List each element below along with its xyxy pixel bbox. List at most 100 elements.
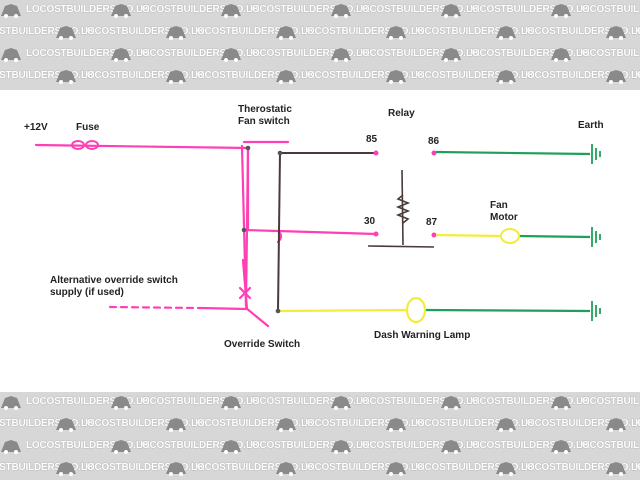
watermark-tile: LOCOSTBUILDERS.CO.UK bbox=[220, 392, 370, 414]
watermark-text: LOCOSTBUILDERS.CO.UK bbox=[356, 48, 480, 59]
watermark-tile: LOCOSTBUILDERS.CO.UK bbox=[110, 436, 260, 458]
watermark-text: LOCOSTBUILDERS.CO.UK bbox=[356, 440, 480, 451]
earth-symbols bbox=[591, 144, 601, 321]
watermark-tile: LOCOSTBUILDERS.CO.UK bbox=[55, 66, 205, 88]
watermark-text: LOCOSTBUILDERS.CO.UK bbox=[466, 48, 590, 59]
label-line: Motor bbox=[490, 212, 518, 223]
watermark-text: LOCOSTBUILDERS.CO.UK bbox=[411, 418, 535, 429]
fuse-label: Fuse bbox=[76, 122, 100, 133]
watermark-tile: LOCOSTBUILDERS.CO.UK bbox=[220, 436, 370, 458]
watermark-text: LOCOSTBUILDERS.CO.UK bbox=[81, 418, 205, 429]
watermark-tile: LOCOSTBUILDERS.CO.UK bbox=[385, 414, 535, 436]
terminal-87 bbox=[431, 232, 437, 238]
watermark-tile: LOCOSTBUILDERS.CO.UK bbox=[55, 414, 205, 436]
watermark-text: LOCOSTBUILDERS.CO.UK bbox=[576, 4, 640, 15]
watermark-tile: LOCOSTBUILDERS.CO.UK bbox=[55, 458, 205, 480]
watermark-tile: LOCOSTBUILDERS.CO.UK bbox=[275, 458, 425, 480]
watermark-text: LOCOSTBUILDERS.CO.UK bbox=[26, 440, 150, 451]
watermark-tile: LOCOSTBUILDERS.CO.UK bbox=[55, 22, 205, 44]
watermark-text: LOCOSTBUILDERS.CO.UK bbox=[0, 462, 95, 473]
watermark-tile: LOCOSTBUILDERS.CO.UK bbox=[605, 22, 640, 44]
watermark-text: LOCOSTBUILDERS.CO.UK bbox=[576, 48, 640, 59]
watermark-tile: LOCOSTBUILDERS.CO.UK bbox=[0, 44, 150, 66]
watermark-tile: LOCOSTBUILDERS.CO.UK bbox=[495, 414, 640, 436]
watermark-row: LOCOSTBUILDERS.CO.UKLOCOSTBUILDERS.CO.UK… bbox=[0, 22, 640, 44]
watermark-text: LOCOSTBUILDERS.CO.UK bbox=[191, 462, 315, 473]
watermark-text: LOCOSTBUILDERS.CO.UK bbox=[136, 396, 260, 407]
watermark-text: LOCOSTBUILDERS.CO.UK bbox=[411, 26, 535, 37]
override-switch-label: Override Switch bbox=[224, 339, 300, 350]
watermark-text: LOCOSTBUILDERS.CO.UK bbox=[631, 462, 640, 473]
watermark-tile: LOCOSTBUILDERS.CO.UK bbox=[0, 22, 95, 44]
watermark-row: LOCOSTBUILDERS.CO.UKLOCOSTBUILDERS.CO.UK… bbox=[0, 66, 640, 88]
watermark-tile: LOCOSTBUILDERS.CO.UK bbox=[385, 458, 535, 480]
watermark-text: LOCOSTBUILDERS.CO.UK bbox=[191, 26, 315, 37]
watermark-text: LOCOSTBUILDERS.CO.UK bbox=[521, 462, 640, 473]
watermark-tile: LOCOSTBUILDERS.CO.UK bbox=[440, 436, 590, 458]
watermark-tile: LOCOSTBUILDERS.CO.UK bbox=[275, 414, 425, 436]
watermark-text: LOCOSTBUILDERS.CO.UK bbox=[191, 418, 315, 429]
watermark-text: LOCOSTBUILDERS.CO.UK bbox=[411, 462, 535, 473]
watermark-tile: LOCOSTBUILDERS.CO.UK bbox=[220, 44, 370, 66]
watermark-text: LOCOSTBUILDERS.CO.UK bbox=[466, 396, 590, 407]
watermark-tile: LOCOSTBUILDERS.CO.UK bbox=[165, 66, 315, 88]
watermark-tile: LOCOSTBUILDERS.CO.UK bbox=[165, 22, 315, 44]
terminal-85 bbox=[373, 150, 379, 156]
terminal-86 bbox=[431, 150, 437, 156]
watermark-text: LOCOSTBUILDERS.CO.UK bbox=[466, 440, 590, 451]
watermark-text: LOCOSTBUILDERS.CO.UK bbox=[576, 440, 640, 451]
watermark-tile: LOCOSTBUILDERS.CO.UK bbox=[110, 0, 260, 22]
watermark-tile: LOCOSTBUILDERS.CO.UK bbox=[495, 22, 640, 44]
label-line: Fan bbox=[490, 200, 508, 211]
label-line: Alternative override switch bbox=[50, 275, 178, 286]
watermark-tile: LOCOSTBUILDERS.CO.UK bbox=[550, 44, 640, 66]
watermark-tile: LOCOSTBUILDERS.CO.UK bbox=[0, 458, 95, 480]
watermark-text: LOCOSTBUILDERS.CO.UK bbox=[26, 48, 150, 59]
watermark-tile: LOCOSTBUILDERS.CO.UK bbox=[440, 392, 590, 414]
watermark-tile: LOCOSTBUILDERS.CO.UK bbox=[440, 44, 590, 66]
watermark-text: LOCOSTBUILDERS.CO.UK bbox=[26, 4, 150, 15]
supply-label: +12V bbox=[24, 122, 48, 133]
dash-lamp-label: Dash Warning Lamp bbox=[374, 330, 470, 341]
watermark-tile: LOCOSTBUILDERS.CO.UK bbox=[440, 0, 590, 22]
watermark-tile: LOCOSTBUILDERS.CO.UK bbox=[275, 22, 425, 44]
watermark-tile: LOCOSTBUILDERS.CO.UK bbox=[550, 392, 640, 414]
watermark-text: LOCOSTBUILDERS.CO.UK bbox=[521, 70, 640, 81]
relay-coil-wire bbox=[277, 152, 374, 312]
watermark-tile: LOCOSTBUILDERS.CO.UK bbox=[330, 44, 480, 66]
watermark-text: LOCOSTBUILDERS.CO.UK bbox=[411, 70, 535, 81]
relay-terminals bbox=[373, 150, 437, 238]
watermark-text: LOCOSTBUILDERS.CO.UK bbox=[356, 396, 480, 407]
dash-lamp-symbol bbox=[405, 296, 427, 324]
fan-motor-symbol bbox=[500, 228, 520, 244]
watermark-tile: LOCOSTBUILDERS.CO.UK bbox=[165, 414, 315, 436]
watermark-text: LOCOSTBUILDERS.CO.UK bbox=[191, 70, 315, 81]
watermark-tile: LOCOSTBUILDERS.CO.UK bbox=[550, 0, 640, 22]
watermark-row: LOCOSTBUILDERS.CO.UKLOCOSTBUILDERS.CO.UK… bbox=[0, 414, 640, 436]
watermark-tile: LOCOSTBUILDERS.CO.UK bbox=[110, 392, 260, 414]
watermark-tile: LOCOSTBUILDERS.CO.UK bbox=[605, 414, 640, 436]
watermark-text: LOCOSTBUILDERS.CO.UK bbox=[81, 26, 205, 37]
watermark-tile: LOCOSTBUILDERS.CO.UK bbox=[165, 458, 315, 480]
watermark-tile: LOCOSTBUILDERS.CO.UK bbox=[330, 392, 480, 414]
watermark-text: LOCOSTBUILDERS.CO.UK bbox=[301, 462, 425, 473]
label-line: Therostatic bbox=[238, 104, 292, 115]
watermark-tile: LOCOSTBUILDERS.CO.UK bbox=[0, 414, 95, 436]
relay-coil bbox=[367, 169, 435, 248]
pin-85-label: 85 bbox=[366, 134, 378, 145]
watermark-tile: LOCOSTBUILDERS.CO.UK bbox=[110, 44, 260, 66]
watermark-text: LOCOSTBUILDERS.CO.UK bbox=[246, 48, 370, 59]
label-line: Fan switch bbox=[238, 116, 290, 127]
watermark-text: LOCOSTBUILDERS.CO.UK bbox=[576, 396, 640, 407]
watermark-text: LOCOSTBUILDERS.CO.UK bbox=[246, 440, 370, 451]
watermark-text: LOCOSTBUILDERS.CO.UK bbox=[246, 396, 370, 407]
watermark-tile: LOCOSTBUILDERS.CO.UK bbox=[0, 436, 150, 458]
fuse-symbol bbox=[71, 140, 99, 150]
